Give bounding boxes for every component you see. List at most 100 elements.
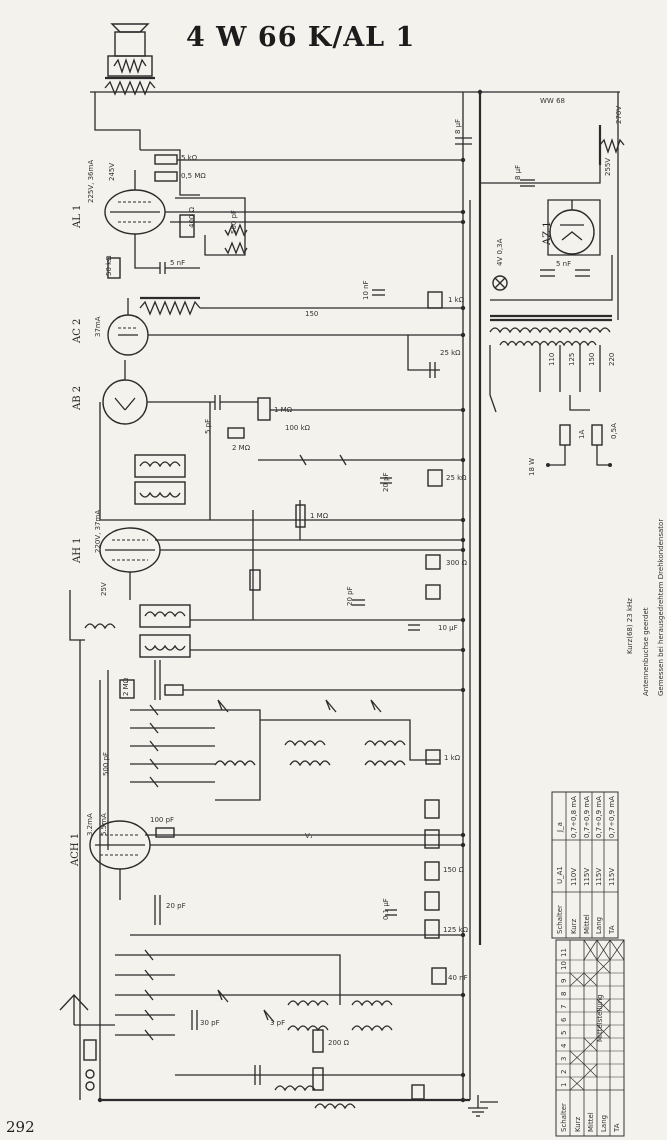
label-ww68: WW 68 [540, 97, 565, 105]
label-110: 110 [548, 353, 556, 366]
switch-table: Schalter 1 2 3 4 5 6 7 8 9 10 11 Kurz Mi… [555, 939, 625, 1137]
resistor-5k [154, 154, 178, 165]
svg-text:Schalter: Schalter [560, 1103, 568, 1132]
label-150: 150 [588, 353, 596, 366]
tube-ab2 [102, 360, 148, 425]
label-ab2: AB 2 [72, 386, 83, 411]
resistor-01m [295, 504, 306, 528]
label-220: 220 [608, 353, 616, 366]
label-c-20nf: 20 pF [382, 472, 390, 492]
rf-coils-lower [274, 1000, 393, 1110]
svg-text:J_a: J_a [556, 822, 564, 833]
svg-text:Schalter: Schalter [556, 905, 564, 934]
svg-text:0,7÷0,9 mA: 0,7÷0,9 mA [595, 796, 603, 838]
label-c-50pf: 5 pF [204, 419, 212, 434]
svg-text:1: 1 [560, 1083, 568, 1087]
tube-ac2 [107, 298, 149, 356]
label-al1-grid: 245V [108, 163, 116, 181]
label-ach1-current-a: 3.2mA [86, 813, 94, 836]
svg-text:Kurz: Kurz [570, 918, 578, 934]
svg-text:115V: 115V [608, 868, 616, 886]
label-v1: V₁ [305, 832, 313, 840]
label-c-20pf-b: 20 pF [346, 586, 354, 606]
label-c-10uf: 10 µF [438, 624, 458, 632]
resistor-200 [312, 1029, 324, 1053]
resistor-01m-b [425, 584, 441, 600]
resistor-40k [431, 967, 447, 985]
label-r150: 150 Ω [443, 866, 465, 874]
label-c10nf: 10 nF [362, 280, 370, 300]
svg-text:TA: TA [608, 925, 616, 935]
label-ach1: ACH 1 [70, 833, 81, 867]
label-ac2-current: 37mA [94, 316, 102, 337]
svg-text:0,7÷0,9 mA: 0,7÷0,9 mA [583, 796, 591, 838]
svg-text:0,7÷0,9 mA: 0,7÷0,9 mA [608, 796, 616, 838]
fuse-1a [559, 424, 571, 446]
label-al1: AL 1 [72, 205, 83, 229]
schematic-title: 4 W 66 K/AL 1 [186, 22, 416, 53]
if-transformer-2 [84, 604, 191, 658]
tube-ah1 [99, 527, 161, 600]
if-transformer-1 [134, 454, 186, 505]
resistor-05m [154, 171, 178, 182]
label-lamp: 4V 0,3A [496, 238, 504, 266]
resistor-300 [425, 554, 441, 570]
voltage-table: Schalter U_A1 J_a Kurz 110V 0,7÷0,8 mA M… [551, 791, 619, 939]
label-fuse-1a: 1A [578, 430, 586, 439]
svg-text:Mittel: Mittel [587, 1112, 595, 1132]
svg-text:Lang: Lang [595, 917, 603, 934]
resistor-30k [424, 799, 440, 819]
resistor-2k [249, 569, 261, 591]
dial-lamp [492, 275, 508, 291]
note-switch-position: Mittelstellung [596, 994, 604, 1042]
label-r50k: 50 kΩ [105, 255, 113, 276]
label-270v: 270V [615, 106, 623, 124]
tube-az1 [549, 200, 595, 255]
wave-switch-bank-lower [115, 949, 175, 1041]
label-155: 150 [305, 310, 318, 318]
note-antenna: Antennenbuchse geerdet [642, 607, 650, 696]
resistor-150 [424, 861, 440, 881]
svg-text:11: 11 [560, 948, 568, 957]
ground-symbol [468, 1095, 498, 1117]
resistor-50k-c [424, 829, 440, 849]
svg-text:110V: 110V [570, 868, 578, 886]
label-r1k-a: 1 kΩ [448, 296, 465, 304]
label-r400: 400 Ω [188, 206, 196, 228]
resistor-10k [164, 684, 184, 696]
label-r05m: 0,5 MΩ [181, 172, 206, 180]
resistor-50k [107, 257, 121, 279]
antenna [59, 994, 115, 1091]
label-c-8uf-b: 8 µF [514, 165, 522, 180]
junction-dots [97, 89, 483, 1103]
resistor-1k-b [425, 749, 441, 765]
svg-text:9: 9 [560, 979, 568, 983]
rf-coils-upper [214, 740, 406, 767]
resistor-1k-a [427, 291, 443, 309]
svg-text:4: 4 [560, 1043, 568, 1048]
label-al1-voltage: 225V, 36mA [87, 160, 95, 203]
resistor-400 [179, 214, 195, 238]
svg-text:Kurz: Kurz [574, 1116, 582, 1132]
resistor-50k-b [155, 827, 175, 838]
label-c-01uf: 0,1 µF [382, 898, 390, 920]
label-r100k: 100 kΩ [285, 424, 311, 432]
resistor-2m-b [119, 679, 135, 699]
svg-text:3: 3 [560, 1057, 568, 1061]
svg-text:0,7÷0,8 mA: 0,7÷0,8 mA [570, 796, 578, 838]
label-c-3pf: 3 pF [270, 1019, 285, 1027]
switch-state-crosses [569, 939, 625, 1091]
label-18w: 18 W [528, 458, 536, 476]
svg-text:Lang: Lang [600, 1115, 608, 1132]
label-c-500pf-b: 500 pF [102, 752, 110, 776]
potentiometer-1m [257, 397, 271, 421]
resistor-15k [424, 891, 440, 911]
electrolytic-caps [455, 137, 535, 187]
wave-switch-bank-upper [130, 704, 215, 788]
label-ah1: AH 1 [72, 538, 83, 564]
label-r01m: 1 MΩ [310, 512, 329, 520]
tube-ach1 [89, 820, 151, 900]
tube-al1 [104, 170, 166, 250]
label-c-8uf-a: 8 µF [454, 119, 462, 134]
